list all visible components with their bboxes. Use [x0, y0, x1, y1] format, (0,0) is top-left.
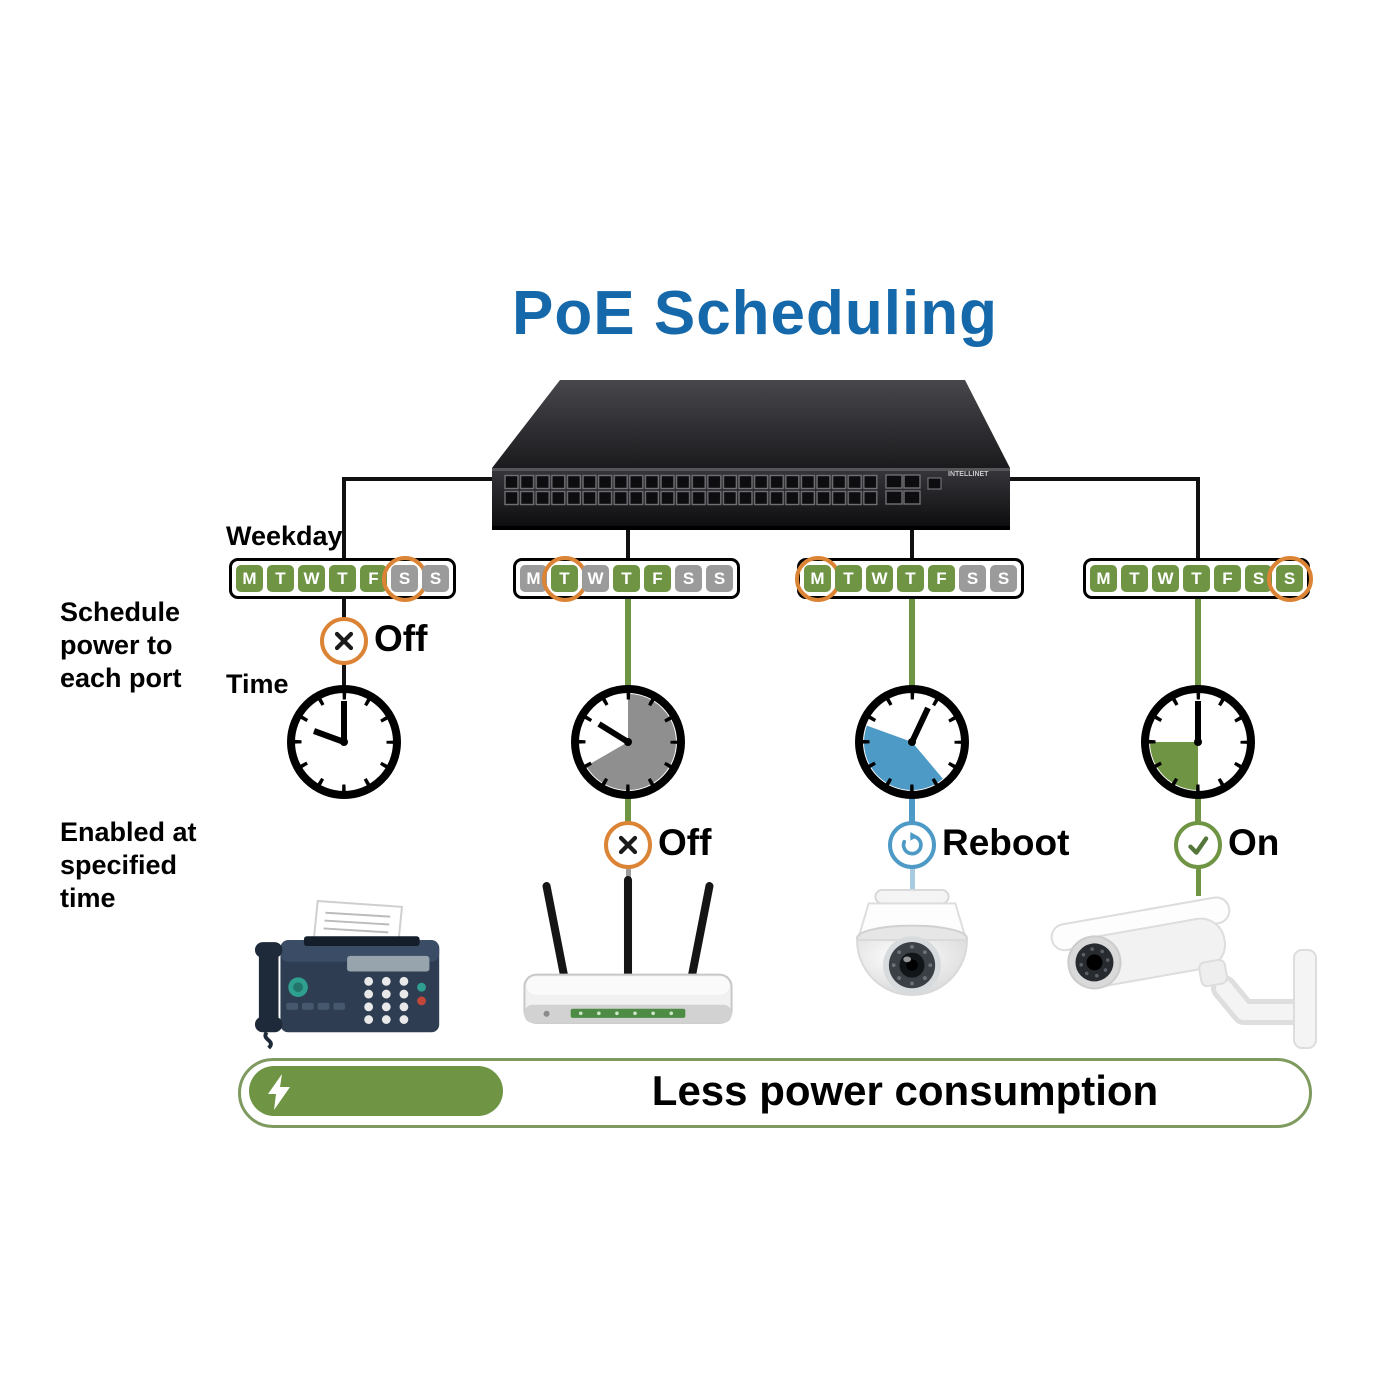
col4-status-to-device-line [1196, 868, 1201, 896]
console-port [927, 477, 942, 490]
weekday-box-s-5: S [391, 565, 418, 592]
weekday-box-t-3: T [1183, 565, 1210, 592]
weekday-box-m-0: M [1090, 565, 1117, 592]
page-title: PoE Scheduling [512, 279, 998, 348]
switch-top-face [492, 380, 1010, 468]
check-icon [1188, 836, 1209, 855]
connector-line-col2-drop [626, 528, 630, 560]
weekday-box-t-1: T [267, 565, 294, 592]
power-banner-pill [249, 1066, 503, 1116]
status-label-col2: Off [658, 822, 712, 863]
clock-blue-sector [863, 725, 943, 791]
camera-wall-mount [1293, 949, 1317, 1049]
lightning-bolt-icon [268, 1074, 290, 1110]
clock-col2-gray-sector [571, 685, 685, 799]
weekday-box-t-1: T [835, 565, 862, 592]
weekday-box-f-4: F [644, 565, 671, 592]
reboot-icon [901, 832, 923, 856]
connector-line-col1-drop [342, 477, 346, 560]
weekday-box-w-2: W [298, 565, 325, 592]
status-label-col3: Reboot [942, 822, 1070, 863]
sfp-port [903, 474, 921, 489]
weekday-box-s-5: S [675, 565, 702, 592]
weekday-box-s-5: S [959, 565, 986, 592]
weekday-box-m-0: M [236, 565, 263, 592]
weekday-box-t-3: T [613, 565, 640, 592]
col4-clock-to-status-line [1195, 796, 1201, 822]
weekday-box-t-3: T [897, 565, 924, 592]
connector-line-left-horizontal [342, 477, 499, 481]
weekday-box-w-2: W [582, 565, 609, 592]
weekday-box-t-1: T [1121, 565, 1148, 592]
sfp-port [885, 474, 903, 489]
weekday-box-t-1: T [551, 565, 578, 592]
dome-camera-image [856, 888, 968, 996]
router-antenna [542, 882, 569, 983]
weekday-box-s-6: S [990, 565, 1017, 592]
connector-line-right-horizontal [1008, 477, 1200, 481]
clock-col3-blue-sector [855, 685, 969, 799]
col2-clock-to-status-line [625, 796, 631, 822]
fax-machine-image [254, 899, 440, 1050]
x-icon [334, 631, 354, 651]
weekday-box-m-0: M [804, 565, 831, 592]
poe-switch-image: INTELLINET [492, 380, 1010, 530]
power-banner-label: Less power consumption [651, 1067, 1159, 1114]
off-badge-col2 [604, 821, 652, 869]
reboot-badge-col3 [888, 821, 936, 869]
enabled-label: Enabled at specified time [60, 817, 197, 913]
router-antenna [687, 882, 714, 983]
col2-group-to-clock-line [625, 597, 631, 687]
clock-col4-green-sector [1141, 685, 1255, 799]
wireless-router-image [523, 876, 733, 1024]
connector-line-col3-drop [910, 528, 914, 560]
col3-clock-to-status-line [909, 796, 915, 822]
weekday-box-s-6: S [1276, 565, 1303, 592]
weekday-box-f-4: F [928, 565, 955, 592]
weekday-box-w-2: W [866, 565, 893, 592]
sfp-port [885, 490, 903, 505]
bullet-camera-image [1050, 896, 1317, 1049]
sfp-port [903, 490, 921, 505]
status-label-col1: Off [374, 618, 428, 659]
col3-status-to-device-line [910, 868, 915, 896]
clock-green-sector [1150, 742, 1198, 790]
time-label: Time [226, 669, 289, 699]
connector-line-col4-drop [1196, 477, 1200, 560]
switch-brand-label: INTELLINET [948, 471, 989, 478]
weekday-box-s-6: S [422, 565, 449, 592]
status-label-col4: On [1228, 822, 1280, 863]
weekday-box-s-6: S [706, 565, 733, 592]
weekday-label: Weekday [226, 521, 343, 551]
on-badge-col4 [1174, 821, 1222, 869]
off-badge-col1 [320, 617, 368, 665]
weekday-box-t-3: T [329, 565, 356, 592]
weekday-box-f-4: F [1214, 565, 1241, 592]
switch-port-array [504, 474, 878, 506]
x-icon [618, 835, 638, 855]
weekday-box-w-2: W [1152, 565, 1179, 592]
schedule-power-label: Schedule power to each port [60, 597, 182, 693]
clock-col1-plain [287, 685, 401, 799]
col3-group-to-clock-line [909, 597, 915, 687]
col4-group-to-clock-line [1195, 597, 1201, 687]
